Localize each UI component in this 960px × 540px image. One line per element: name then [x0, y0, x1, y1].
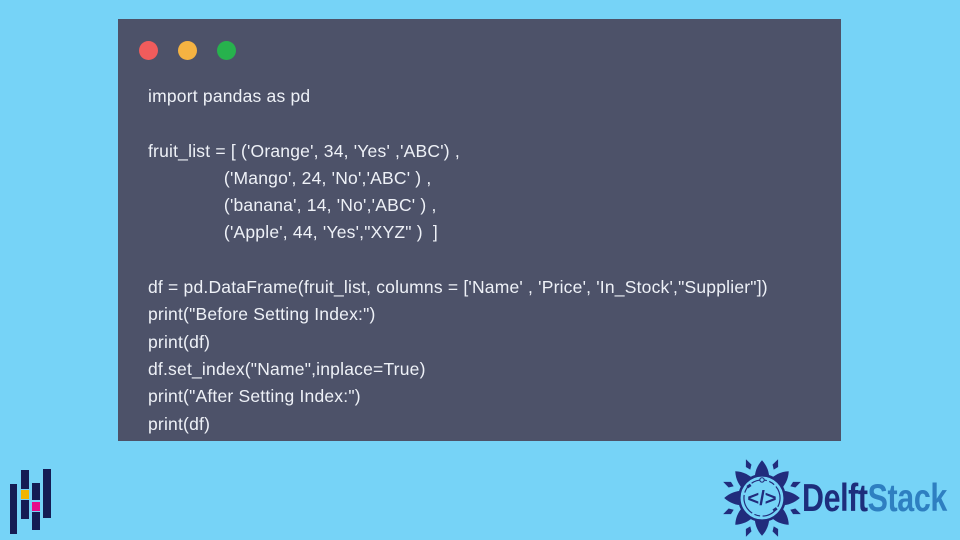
maximize-window-button[interactable]: [217, 41, 236, 60]
code-line: print("Before Setting Index:"): [148, 304, 376, 325]
minimize-window-button[interactable]: [178, 41, 197, 60]
code-brackets-icon: </>: [747, 488, 776, 510]
window-controls: [118, 19, 841, 60]
emblem-node: [759, 477, 765, 483]
pandas-logo-bar: [10, 484, 17, 534]
pandas-logo-bar: [43, 469, 51, 518]
pandas-logo: [10, 469, 51, 534]
delftstack-logo: </> DelftStack: [720, 456, 960, 540]
brand-delft-text: Delft: [802, 476, 868, 520]
code-line: [148, 110, 841, 137]
emblem-chip: [772, 507, 778, 512]
delftstack-emblem-icon: </>: [723, 459, 801, 537]
code-line: ('banana', 14, 'No','ABC' ) ,: [148, 195, 437, 216]
code-line: ('Apple', 44, 'Yes',"XYZ" ) ]: [148, 222, 438, 243]
code-line: df.set_index("Name",inplace=True): [148, 358, 426, 379]
code-line: [148, 247, 841, 274]
pandas-logo-bar: [32, 512, 40, 530]
code-line: fruit_list = [ ('Orange', 34, 'Yes' ,'AB…: [148, 140, 460, 161]
code-line: ('Mango', 24, 'No','ABC' ) ,: [148, 167, 432, 188]
code-line: print(df): [148, 413, 211, 434]
code-line: df = pd.DataFrame(fruit_list, columns = …: [148, 277, 768, 298]
brand-stack-text: Stack: [867, 476, 948, 520]
delftstack-wordmark: DelftStack: [802, 479, 947, 518]
code-line: import pandas as pd: [148, 86, 311, 106]
pandas-logo-yellow-dot: [21, 490, 29, 499]
pandas-logo-bar: [21, 500, 29, 519]
emblem-chip: [746, 483, 752, 489]
pandas-logo-bar: [21, 470, 29, 489]
close-window-button[interactable]: [139, 41, 158, 60]
code-line: print("After Setting Index:"): [148, 386, 361, 407]
pandas-logo-bar: [32, 483, 40, 500]
code-line: print(df): [148, 331, 211, 352]
code-block: import pandas as pd fruit_list = [ ('Ora…: [118, 60, 841, 438]
code-editor-window: import pandas as pd fruit_list = [ ('Ora…: [118, 19, 841, 441]
pandas-logo-pink-dot: [32, 502, 40, 511]
